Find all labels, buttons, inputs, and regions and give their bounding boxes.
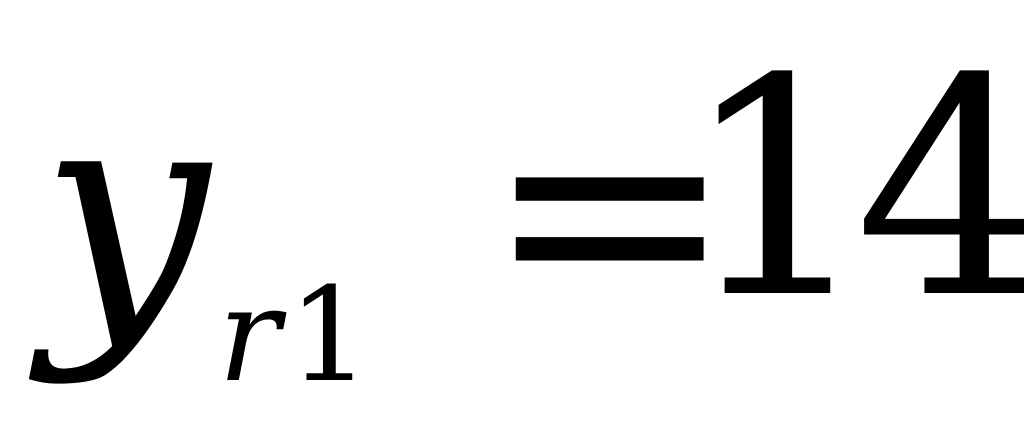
variable-y: y [40,39,210,388]
subscript-letter: r [218,259,281,411]
subscript-number: 1 [288,259,371,411]
equals-sign: = [484,35,736,384]
equation-value: 14 [682,15,1024,364]
